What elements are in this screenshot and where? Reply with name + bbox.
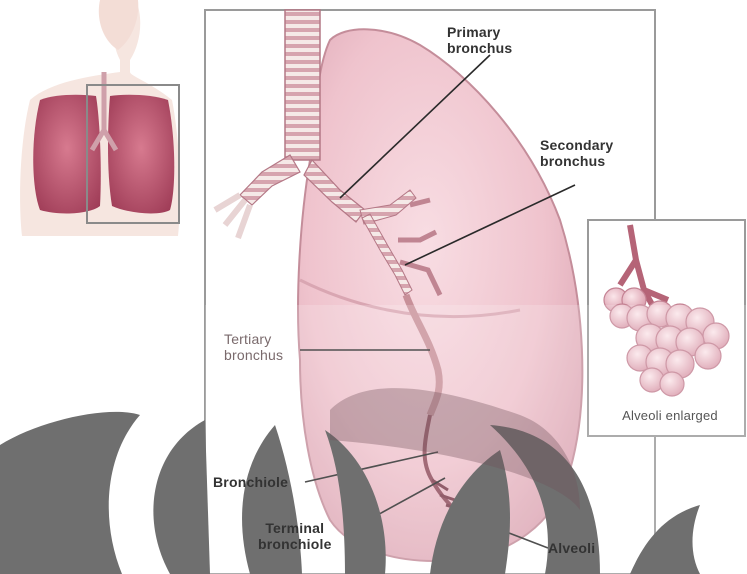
label-terminal-bronchiole: Terminal bronchiole: [258, 520, 332, 552]
label-secondary-bronchus: Secondary bronchus: [540, 137, 613, 169]
label-primary-bronchus: Primary bronchus: [447, 24, 512, 56]
torso-thumbnail: [20, 0, 180, 236]
label-tertiary-bronchus: Tertiary bronchus: [224, 331, 283, 363]
trachea: [285, 10, 320, 160]
label-alveoli: Alveoli: [548, 540, 595, 556]
label-bronchiole: Bronchiole: [213, 474, 288, 490]
label-alveoli-enlarged: Alveoli enlarged: [596, 408, 744, 424]
